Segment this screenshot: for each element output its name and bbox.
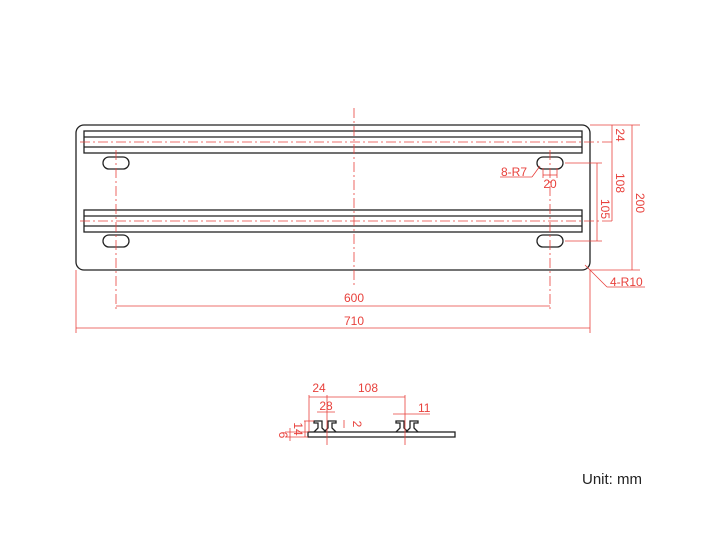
dim-710: 710 (344, 314, 364, 328)
section-dim-24: 24 (312, 381, 326, 395)
section-dim-108: 108 (358, 381, 378, 395)
section-dim-28: 28 (319, 399, 333, 413)
dim-105: 105 (598, 199, 612, 219)
slots (102, 156, 564, 248)
dim-20: 20 (543, 177, 557, 191)
section-dim-6: 6 (276, 432, 290, 439)
dim-108: 108 (613, 173, 627, 193)
plate-outline (75, 124, 591, 271)
dim-600: 600 (344, 291, 364, 305)
upper-rail (80, 130, 612, 154)
unit-label: Unit: mm (582, 471, 642, 488)
section-dim-11: 11 (418, 401, 431, 415)
top-view-dimensions: 24 108 105 200 8-R7 20 4-R10 600 710 (75, 124, 647, 333)
dim-8-r7: 8-R7 (501, 165, 527, 179)
section-dim-2: 2 (350, 421, 364, 428)
dim-4-r10: 4-R10 (610, 275, 643, 289)
lower-rail (80, 209, 612, 233)
dim-24: 24 (613, 128, 627, 142)
dim-200: 200 (633, 193, 647, 213)
top-view (75, 108, 612, 310)
section-dim-14: 14 (291, 422, 305, 436)
section-view: 24 108 28 2 11 14 6 (276, 381, 456, 445)
